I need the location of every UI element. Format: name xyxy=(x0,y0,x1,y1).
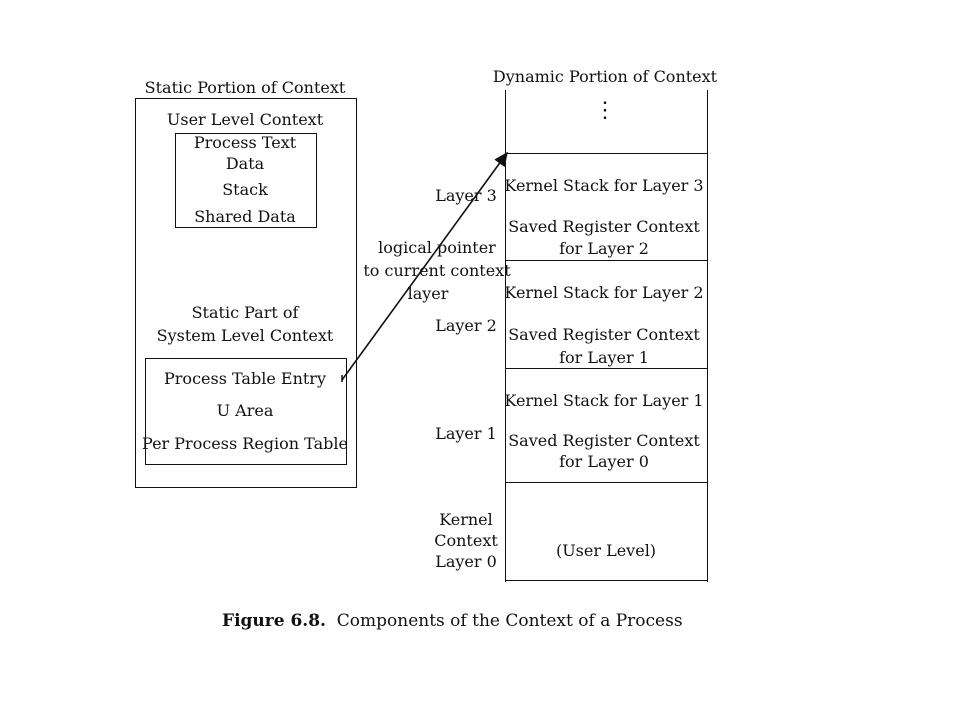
layer3-saved-context-line1: Saved Register Context xyxy=(508,217,700,236)
layer0-top-divider xyxy=(505,482,708,483)
static-part-label-line1: Static Part of xyxy=(191,303,299,322)
layer2-saved-context-line1: Saved Register Context xyxy=(508,325,700,344)
layer0-label-line1: Kernel xyxy=(439,510,493,529)
static-portion-title: Static Portion of Context xyxy=(144,78,346,97)
user-level-context-box xyxy=(175,133,317,228)
layer0-label-line3: Layer 0 xyxy=(435,552,497,571)
layer3-top-divider xyxy=(505,153,708,154)
process-text-label: Process Text xyxy=(193,133,297,152)
layer1-label: Layer 1 xyxy=(435,424,497,443)
static-portion-box xyxy=(135,98,357,488)
dynamic-stack-right-edge xyxy=(707,90,708,582)
system-level-context-box xyxy=(145,358,347,465)
figure-number: Figure 6.8. xyxy=(222,611,326,631)
layer0-label-line2: Context xyxy=(434,531,498,550)
dynamic-stack-left-edge xyxy=(505,90,506,582)
continuation-dots: ⋮ xyxy=(594,98,616,123)
process-table-entry-label: Process Table Entry xyxy=(164,369,326,388)
layer1-saved-context-line1: Saved Register Context xyxy=(508,431,700,450)
pointer-label-line3: layer xyxy=(407,284,449,303)
layer3-label: Layer 3 xyxy=(435,186,497,205)
pointer-label-line2: to current context xyxy=(363,261,511,280)
static-part-label-line2: System Level Context xyxy=(156,326,334,345)
layer2-kernel-stack: Kernel Stack for Layer 2 xyxy=(504,283,704,302)
user-level-context-title: User Level Context xyxy=(166,110,324,129)
dynamic-portion-title: Dynamic Portion of Context xyxy=(492,67,718,86)
pointer-label-line1: logical pointer xyxy=(378,238,496,257)
figure-caption: Figure 6.8. Components of the Context of… xyxy=(222,611,683,631)
layer2-saved-context-line2: for Layer 1 xyxy=(559,348,649,367)
shared-data-label: Shared Data xyxy=(194,207,296,226)
layer0-user-level: (User Level) xyxy=(555,541,657,560)
layer1-top-divider xyxy=(505,368,708,369)
layer1-kernel-stack: Kernel Stack for Layer 1 xyxy=(504,391,704,410)
layer2-label: Layer 2 xyxy=(435,316,497,335)
layer3-kernel-stack: Kernel Stack for Layer 3 xyxy=(504,176,704,195)
layer1-saved-context-line2: for Layer 0 xyxy=(559,452,649,471)
stack-label: Stack xyxy=(222,180,268,199)
per-process-region-table-label: Per Process Region Table xyxy=(142,434,348,453)
layer3-saved-context-line2: for Layer 2 xyxy=(559,239,649,258)
figure-caption-text: Components of the Context of a Process xyxy=(336,611,683,631)
layer2-top-divider xyxy=(505,260,708,261)
stack-bottom-divider xyxy=(505,580,708,581)
u-area-label: U Area xyxy=(216,401,274,420)
data-label: Data xyxy=(225,154,265,173)
